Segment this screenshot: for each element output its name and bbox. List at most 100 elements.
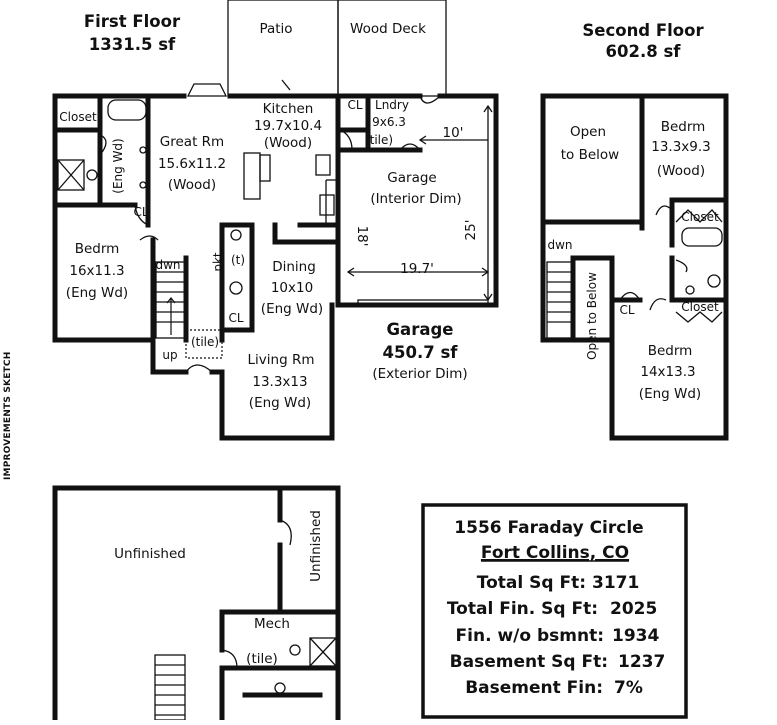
dwn-sf-label: dwn [547, 238, 572, 252]
summary-label-2: Total Fin. Sq Ft: [447, 599, 598, 619]
dwn-ff-label: dwn [155, 258, 180, 272]
side-label: IMPROVEMENTS SKETCH [3, 352, 13, 480]
bedrm-sf2-dim: 14x13.3 [640, 364, 695, 380]
living-floor: (Eng Wd) [249, 395, 311, 411]
mech-label: Mech [254, 616, 290, 632]
sink-second-floor [685, 285, 695, 295]
cl-laundry-label: CL [347, 98, 362, 112]
up-ff-label: up [162, 348, 177, 362]
basement-toilet [289, 644, 301, 656]
garage-room-name: Garage [387, 170, 436, 186]
door-swing-sf-4 [649, 298, 667, 311]
toilet-t-label: (t) [231, 253, 245, 267]
basement-door-1 [279, 519, 292, 546]
unfinished-vertical-label: Unfinished [308, 510, 324, 582]
cl-bath-label: CL [228, 311, 243, 325]
garage-dim-right: 25' [463, 220, 479, 241]
garage-note: (Exterior Dim) [372, 366, 467, 382]
bedrm-ff-name: Bedrm [75, 241, 120, 257]
refrigerator [315, 154, 331, 176]
sink-2 [139, 181, 147, 189]
cl-sf-label: CL [619, 303, 634, 317]
kitchen-name: Kitchen [263, 101, 314, 117]
fireplace [186, 83, 228, 97]
summary-label-3: Fin. w/o bsmnt: [456, 626, 604, 646]
closet-doors-2 [675, 311, 723, 323]
summary-box [421, 503, 688, 719]
address: 1556 Faraday Circle [454, 518, 643, 538]
garage-title: Garage [387, 320, 454, 339]
basement-shower [309, 637, 337, 667]
bedrm-ff-floor: (Eng Wd) [66, 285, 128, 301]
living-dim: 13.3x13 [252, 374, 307, 390]
cl-ff-label: CL [133, 205, 148, 219]
first-floor-title: First Floor [84, 12, 181, 31]
basement-walls [52, 485, 341, 723]
bathtub-second-floor [681, 227, 723, 247]
tile-ff-label: (tile) [191, 335, 219, 349]
bathtub-first-floor [107, 99, 147, 121]
door-swing-sf-3 [619, 291, 641, 301]
city: Fort Collins, CO [481, 543, 629, 563]
kitchen-sink [259, 154, 271, 182]
summary-label-4: Basement Sq Ft: [450, 652, 608, 672]
half-bath-toilet [229, 281, 243, 295]
closet-sf2-label: Closet [681, 300, 719, 314]
dining-name: Dining [272, 259, 316, 275]
kitchen-dim: 19.7x10.4 [254, 118, 322, 134]
toilet-second-floor [707, 274, 721, 288]
summary-label-1: Total Sq Ft: [477, 573, 586, 593]
open-below-line1: Open [570, 124, 606, 140]
basement-stairs [154, 654, 186, 721]
garage-area: 450.7 sf [383, 343, 459, 362]
range [319, 194, 335, 216]
toilet-first-floor [86, 169, 98, 181]
great-rm-dim: 15.6x11.2 [158, 156, 226, 172]
lndry-floor: (tile) [365, 133, 393, 147]
closet-sf1-label: Closet [681, 210, 719, 224]
unfinished-label: Unfinished [114, 546, 186, 562]
lndry-dim: 9x6.3 [372, 115, 406, 129]
wood-deck-label: Wood Deck [350, 21, 426, 37]
second-floor-area: 602.8 sf [606, 42, 682, 61]
garage-dim-left: 18' [354, 226, 370, 247]
open-below-vertical: Open to Below [585, 272, 599, 360]
summary-value-5: 7% [614, 678, 643, 698]
patio-label: Patio [259, 21, 292, 37]
second-floor-title: Second Floor [582, 21, 704, 40]
shower-first-floor [57, 159, 85, 191]
pkt-label: pkt [211, 252, 225, 272]
living-name: Living Rm [248, 352, 315, 368]
closet-ff-label: Closet [59, 110, 97, 124]
bedrm-sf1-name: Bedrm [661, 119, 706, 135]
basement-sink [274, 682, 286, 694]
first-floor-area: 1331.5 sf [89, 35, 176, 54]
garage-dimensions [346, 104, 493, 302]
dining-floor: (Eng Wd) [261, 301, 323, 317]
door-swing-sf-2 [675, 259, 688, 273]
bedrm-sf2-floor: (Eng Wd) [639, 386, 701, 402]
summary-value-2b: 2025 [610, 599, 657, 619]
second-floor-stairs [546, 261, 574, 339]
tile-basement-label: (tile) [246, 651, 278, 667]
summary-value-4: 1237 [618, 652, 665, 672]
summary-value-3: 1934 [612, 626, 659, 646]
bath-eng-wd-label: (Eng Wd) [111, 138, 125, 193]
closet-doors-1 [675, 209, 723, 223]
first-floor-interior [52, 93, 423, 343]
wood-deck-outline [337, 0, 447, 97]
sink-1 [139, 146, 147, 154]
bedrm-ff-dim: 16x11.3 [69, 263, 124, 279]
open-below-line2: to Below [561, 147, 619, 163]
bedrm-sf1-dim: 13.3x9.3 [651, 139, 711, 155]
kitchen-island [243, 152, 261, 200]
garage-dim-top: 10' [443, 125, 464, 141]
great-rm-floor: (Wood) [168, 177, 216, 193]
first-floor-stairs [155, 261, 223, 359]
garage-dim-bottom: 19.7' [400, 261, 434, 277]
summary-rows: Total Sq Ft: 3171 Total Fin. Sq Ft: 1934… [447, 573, 665, 698]
garage-door [357, 299, 489, 307]
summary-label-5: Basement Fin: [465, 678, 603, 698]
summary-value-1: 3171 [592, 573, 639, 593]
